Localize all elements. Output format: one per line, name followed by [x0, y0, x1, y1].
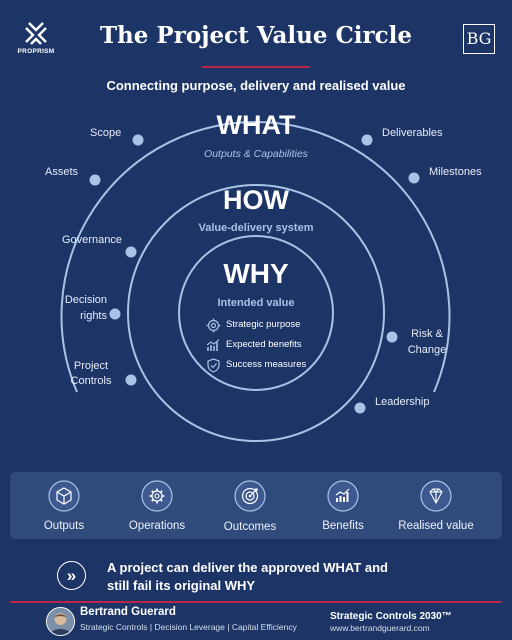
- assets-node: [89, 174, 101, 186]
- how-title: HOW: [223, 185, 289, 215]
- deliverables-label: Deliverables: [382, 127, 443, 139]
- flow-step-label: Benefits: [322, 520, 364, 532]
- cube-icon: [48, 480, 80, 512]
- inner-ring: [178, 235, 334, 391]
- why-item-label: Expected benefits: [226, 339, 302, 350]
- why-item-label: Success measures: [226, 359, 307, 370]
- why-item-label: Strategic purpose: [226, 319, 301, 330]
- logo-text: PROPRISM: [17, 48, 55, 55]
- flow-step-label: Outcomes: [223, 521, 277, 533]
- double-chevron-right-icon: »: [57, 561, 86, 590]
- author-avatar: [46, 607, 75, 636]
- footer-divider: [10, 601, 502, 603]
- diamond-icon: [420, 480, 452, 512]
- flow-step-label: Outputs: [43, 520, 85, 532]
- proprism-mark-icon: [25, 22, 47, 45]
- title-divider: [202, 66, 310, 68]
- flow-step-outputs-icon: [48, 480, 80, 512]
- flow-step-outcomes-icon: [234, 480, 266, 512]
- milestones-label: Milestones: [429, 166, 482, 178]
- deliverables-node: [361, 134, 373, 146]
- key-message: A project can deliver the approved WHAT …: [107, 560, 388, 593]
- how-subtitle: Value-delivery system: [198, 222, 314, 234]
- brand-url[interactable]: www.bertrandguerard.com: [330, 623, 430, 633]
- what-title: WHAT: [216, 110, 296, 140]
- milestones-node: [408, 172, 420, 184]
- target-icon: [234, 480, 266, 512]
- assets-label: Assets: [45, 166, 79, 178]
- why-item-success-measures: Success measures: [206, 358, 336, 374]
- what-subtitle: Outputs & Capabilities: [204, 148, 308, 160]
- scope-label: Scope: [90, 127, 122, 139]
- chart-icon: [327, 480, 359, 512]
- risk-change-node: [386, 331, 398, 343]
- governance-label: Governance: [62, 234, 122, 246]
- leadership-node: [354, 402, 366, 414]
- scope-node: [132, 134, 144, 146]
- why-item-expected-benefits: Expected benefits: [206, 338, 336, 354]
- proprism-logo: PROPRISM: [16, 20, 56, 55]
- governance-node: [125, 246, 137, 258]
- monogram-logo: BG: [463, 24, 495, 54]
- shield-check-icon: [207, 358, 220, 373]
- page-subtitle: Connecting purpose, delivery and realise…: [106, 78, 406, 93]
- author-name: Bertrand Guerard: [80, 606, 176, 618]
- flow-step-operations-icon: [141, 480, 173, 512]
- why-item-strategic-purpose: Strategic purpose: [206, 318, 336, 334]
- gear-icon: [141, 480, 173, 512]
- why-title: WHY: [223, 258, 289, 289]
- chart-icon: [206, 339, 220, 351]
- decision-rights-label: Decision rights: [64, 294, 107, 322]
- leadership-label: Leadership: [375, 396, 430, 408]
- risk-change-label: Risk & Change: [407, 328, 447, 356]
- why-subtitle: Intended value: [217, 297, 295, 309]
- flow-step-realised-value-icon: [420, 480, 452, 512]
- flow-step-label: Realised value: [398, 520, 474, 532]
- flow-step-label: Operations: [128, 520, 186, 532]
- decision-rights-node: [109, 308, 121, 320]
- target-icon: [206, 318, 221, 333]
- brand-name: Strategic Controls 2030™: [330, 611, 452, 622]
- flow-step-benefits-icon: [327, 480, 359, 512]
- outer-ring: [60, 121, 451, 393]
- project-controls-node: [125, 374, 137, 386]
- middle-ring: [127, 184, 385, 442]
- author-role: Strategic Controls | Decision Leverage |…: [80, 622, 297, 632]
- project-controls-label: Project Controls: [70, 360, 112, 387]
- author-portrait: [47, 608, 74, 635]
- page-title: The Project Value Circle: [99, 22, 413, 49]
